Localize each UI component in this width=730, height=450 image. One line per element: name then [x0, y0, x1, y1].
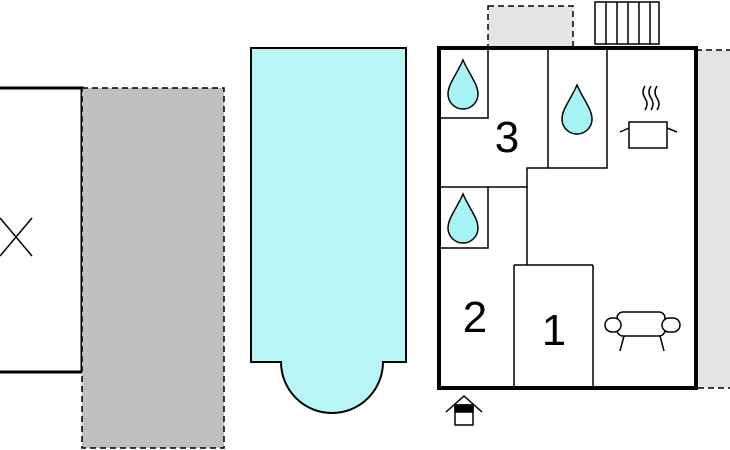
room-label-3: 3 [495, 113, 519, 162]
room-label-1: 1 [542, 306, 566, 355]
swimming-pool [250, 47, 407, 414]
window-cross-icon [0, 217, 33, 257]
railing-icon [594, 1, 660, 45]
water-drop-icon [561, 83, 593, 135]
water-drop-icon [447, 192, 479, 244]
water-drop-icon [447, 58, 479, 110]
terrace-right [695, 49, 730, 389]
entrance-icon [445, 394, 483, 426]
terrace-top [487, 5, 574, 49]
sofa-icon [604, 311, 681, 352]
room-label-2: 2 [463, 293, 487, 342]
cooking-pot-icon [619, 85, 678, 149]
interior-walls [441, 50, 608, 386]
neighbor-building [0, 86, 84, 374]
terrace-left [81, 87, 225, 449]
